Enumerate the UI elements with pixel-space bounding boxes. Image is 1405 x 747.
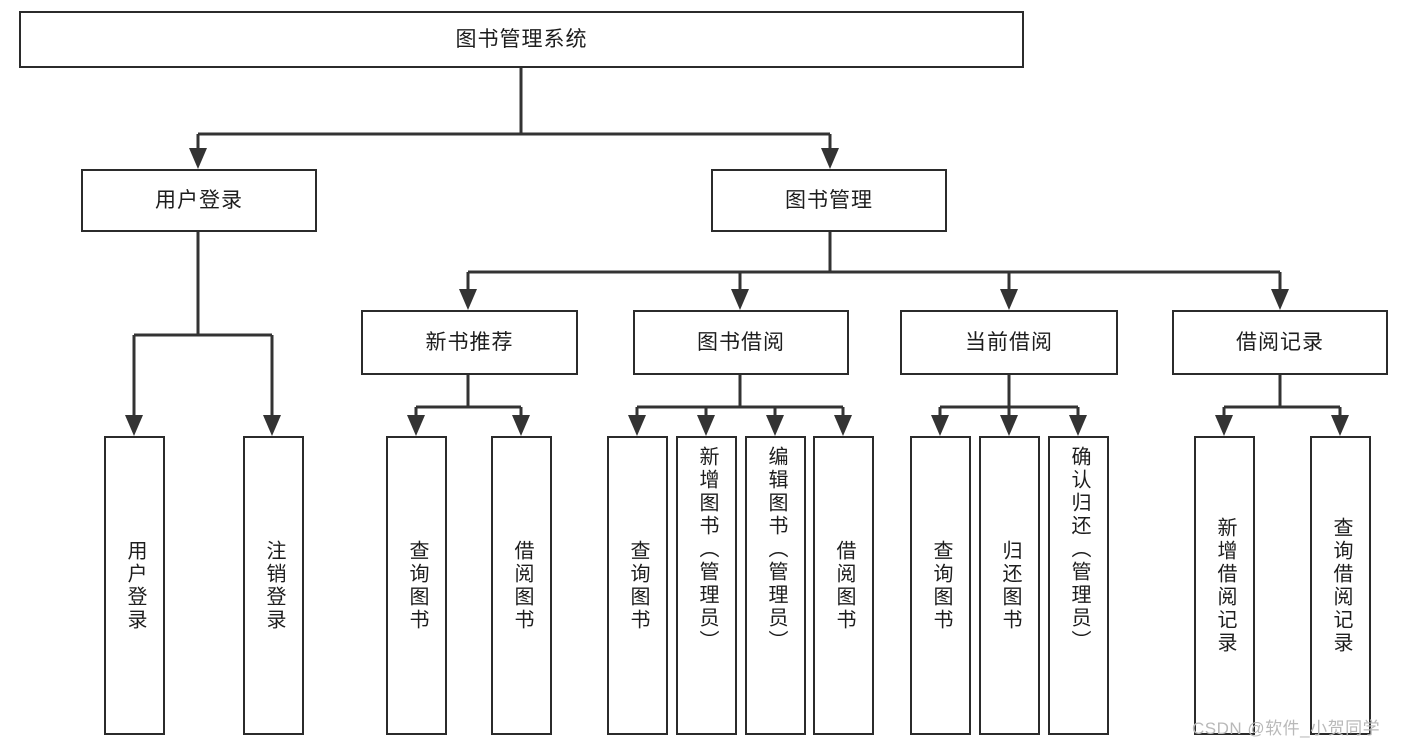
node-label: 图书管理: [785, 188, 873, 212]
node-borrow-record[interactable]: 借阅记录: [1172, 310, 1388, 375]
leaf-edit-book-admin[interactable]: 编辑图书（管理员）: [745, 436, 806, 735]
leaf-user-logout[interactable]: 注销登录: [243, 436, 304, 735]
node-label: 借阅图书: [833, 539, 855, 632]
node-user-login[interactable]: 用户登录: [81, 169, 317, 232]
leaf-add-book-admin[interactable]: 新增图书（管理员）: [676, 436, 737, 735]
node-label: 借阅记录: [1236, 330, 1324, 354]
node-current-borrow[interactable]: 当前借阅: [900, 310, 1118, 375]
node-label: 归还图书: [999, 539, 1021, 632]
node-label: 当前借阅: [965, 330, 1053, 354]
node-book-borrow[interactable]: 图书借阅: [633, 310, 849, 375]
node-label: 查询图书: [627, 539, 649, 632]
leaf-confirm-return-admin[interactable]: 确认归还（管理员）: [1048, 436, 1109, 735]
node-label: 新增图书（管理员）: [696, 446, 718, 653]
leaf-borrow-book[interactable]: 借阅图书: [813, 436, 874, 735]
node-new-book-recommend[interactable]: 新书推荐: [361, 310, 578, 375]
node-label: 图书借阅: [697, 330, 785, 354]
leaf-return-book[interactable]: 归还图书: [979, 436, 1040, 735]
node-label: 借阅图书: [511, 539, 533, 632]
node-label: 新增借阅记录: [1214, 516, 1236, 655]
node-label: 查询图书: [406, 539, 428, 632]
watermark: CSDN @软件_小贺同学: [1192, 719, 1381, 738]
leaf-query-book-recommend[interactable]: 查询图书: [386, 436, 447, 735]
node-book-management[interactable]: 图书管理: [711, 169, 947, 232]
node-label: 编辑图书（管理员）: [765, 446, 787, 653]
node-book-management-system[interactable]: 图书管理系统: [19, 11, 1024, 68]
node-label: 用户登录: [124, 539, 146, 632]
leaf-query-book-current[interactable]: 查询图书: [910, 436, 971, 735]
leaf-query-book-borrow[interactable]: 查询图书: [607, 436, 668, 735]
leaf-borrow-book-recommend[interactable]: 借阅图书: [491, 436, 552, 735]
node-label: 新书推荐: [425, 330, 514, 354]
node-label: 用户登录: [155, 188, 243, 212]
node-label: 注销登录: [263, 539, 285, 632]
leaf-user-login[interactable]: 用户登录: [104, 436, 165, 735]
node-label: 查询图书: [930, 539, 952, 632]
leaf-add-borrow-record[interactable]: 新增借阅记录: [1194, 436, 1255, 735]
node-label: 图书管理系统: [455, 27, 588, 51]
node-label: 查询借阅记录: [1330, 516, 1352, 655]
leaf-query-borrow-record[interactable]: 查询借阅记录: [1310, 436, 1371, 735]
node-label: 确认归还（管理员）: [1068, 446, 1090, 653]
